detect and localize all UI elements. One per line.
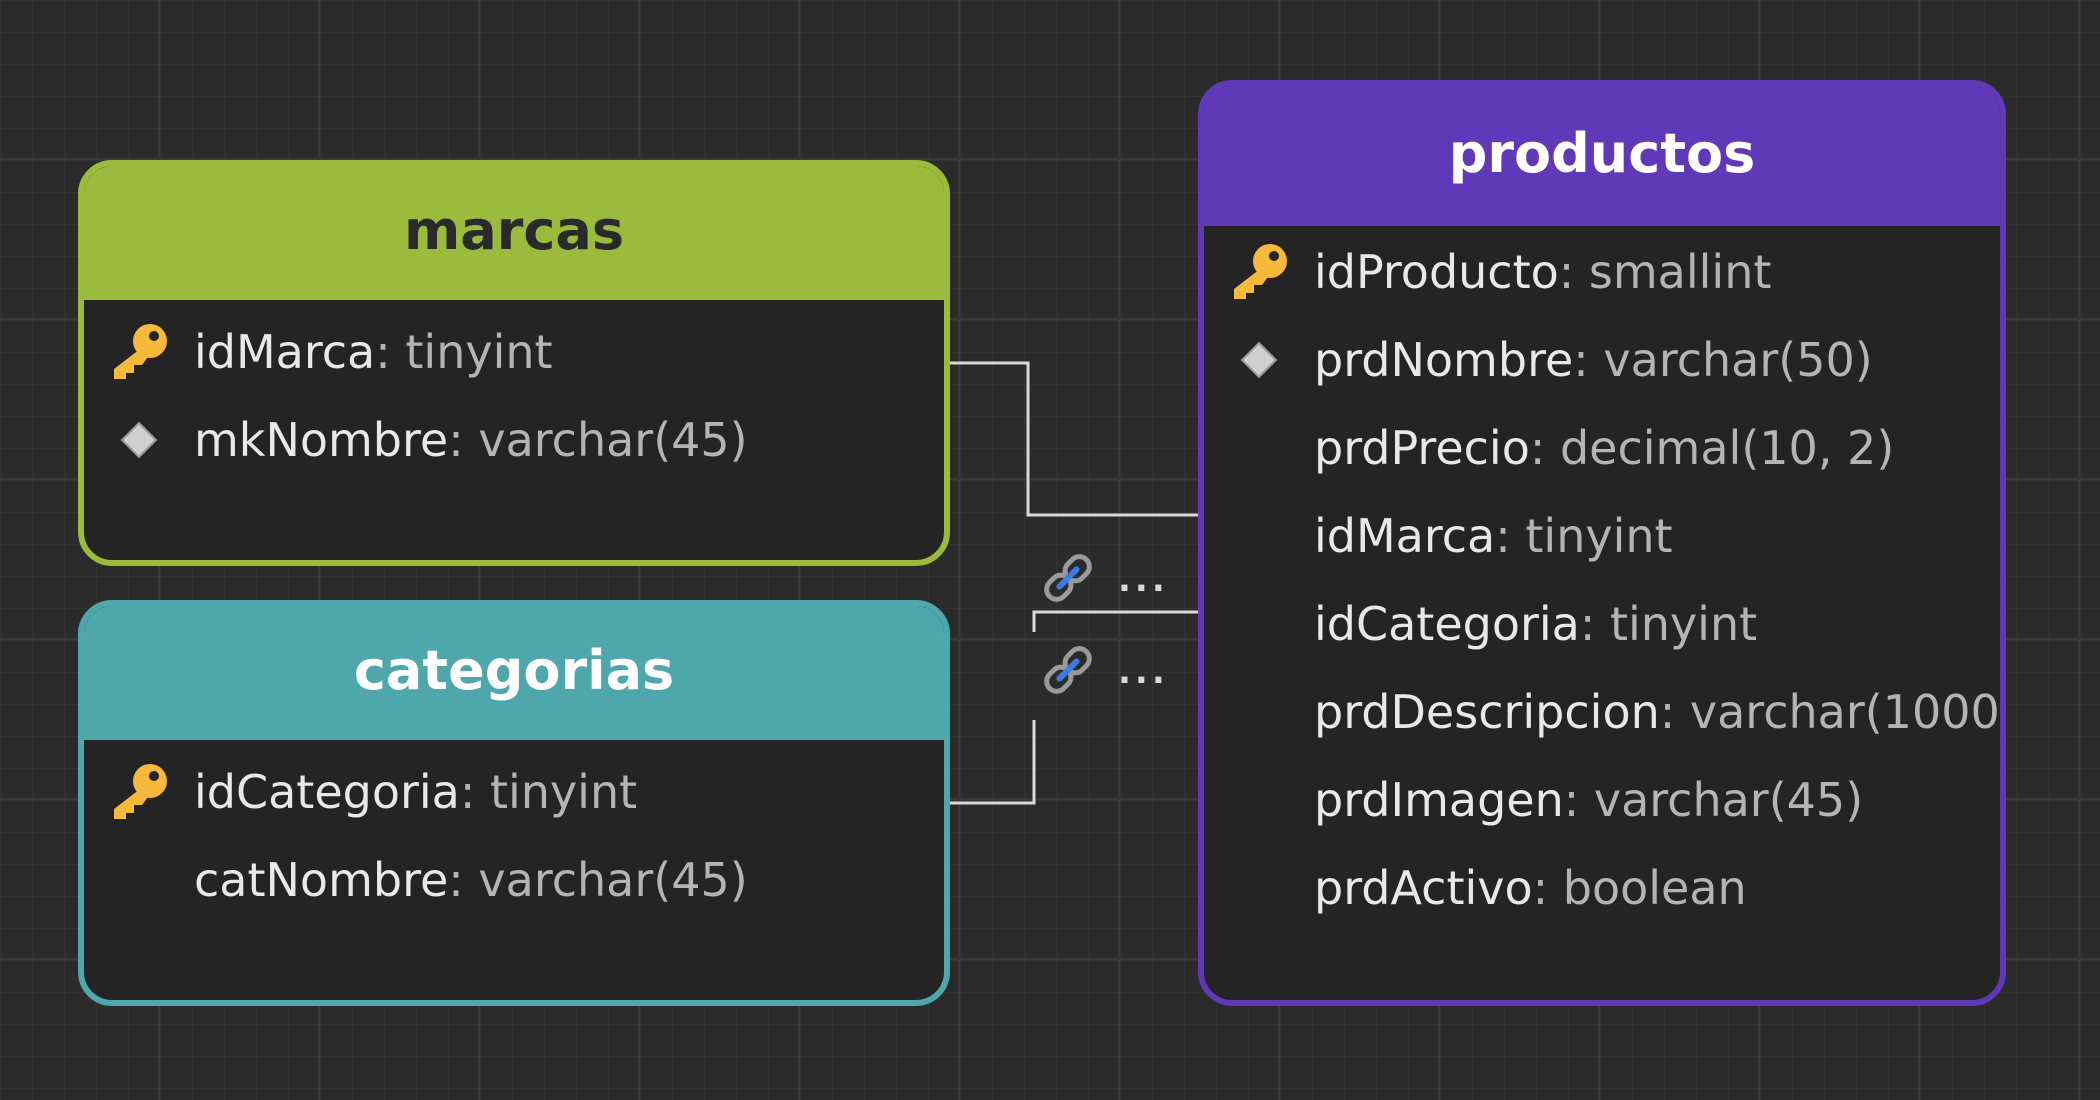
field-type: boolean (1562, 861, 1747, 915)
field-separator: : (1529, 421, 1560, 475)
table-productos[interactable]: productos idProducto: smallint (1198, 80, 2006, 1006)
unique-diamond-icon (84, 396, 194, 484)
field-separator: : (1495, 509, 1526, 563)
relationship-link-marcas[interactable]: ... (1038, 548, 1169, 612)
field-type: varchar(45) (478, 853, 748, 907)
field-row-prdImagen[interactable]: prdImagen: varchar(45) (1204, 756, 2000, 844)
field-name: idMarca (1314, 509, 1496, 563)
field-icon-empty (1204, 580, 1314, 668)
field-name: prdNombre (1314, 333, 1574, 387)
primary-key-icon (1204, 228, 1314, 316)
relationship-line-categorias-productos[interactable] (946, 610, 1202, 805)
field-row-prdNombre[interactable]: prdNombre: varchar(50) (1204, 316, 2000, 404)
field-row-idCategoria[interactable]: idCategoria: tinyint (1204, 580, 2000, 668)
field-row-idMarca[interactable]: idMarca: tinyint (84, 308, 944, 396)
relationship-line-marcas-productos[interactable] (946, 361, 1202, 517)
field-type: varchar(50) (1603, 333, 1873, 387)
field-name: idMarca (194, 325, 376, 379)
table-title: productos (1448, 121, 1756, 185)
field-name: prdPrecio (1314, 421, 1530, 475)
field-separator: : (1532, 861, 1563, 915)
field-type: smallint (1588, 245, 1772, 299)
table-fields: idMarca: tinyint mkNombre: varchar(45) (84, 300, 944, 484)
field-type: decimal(10, 2) (1559, 421, 1895, 475)
field-icon-empty (1204, 492, 1314, 580)
field-name: idProducto (1314, 245, 1559, 299)
field-separator: : (448, 413, 479, 467)
field-row-idProducto[interactable]: idProducto: smallint (1204, 228, 2000, 316)
link-icon[interactable] (1038, 640, 1098, 704)
field-icon-empty (84, 836, 194, 924)
relationship-menu-dots[interactable]: ... (1118, 560, 1169, 600)
table-categorias[interactable]: categorias idCategoria: tinyint catNombr… (78, 600, 950, 1006)
relationship-menu-dots[interactable]: ... (1118, 652, 1169, 692)
field-separator: : (1563, 773, 1594, 827)
table-marcas[interactable]: marcas idMarca: tinyint (78, 160, 950, 566)
field-separator: : (1579, 597, 1610, 651)
field-row-prdActivo[interactable]: prdActivo: boolean (1204, 844, 2000, 932)
field-icon-empty (1204, 404, 1314, 492)
field-row-idCategoria[interactable]: idCategoria: tinyint (84, 748, 944, 836)
table-title: marcas (404, 198, 624, 262)
field-icon-empty (1204, 844, 1314, 932)
field-row-catNombre[interactable]: catNombre: varchar(45) (84, 836, 944, 924)
field-name: idCategoria (1314, 597, 1580, 651)
unique-diamond-icon (1204, 316, 1314, 404)
field-icon-empty (1204, 756, 1314, 844)
field-name: prdActivo (1314, 861, 1533, 915)
field-icon-empty (1204, 668, 1314, 756)
field-separator: : (1558, 245, 1589, 299)
field-type: tinyint (405, 325, 553, 379)
field-row-prdPrecio[interactable]: prdPrecio: decimal(10, 2) (1204, 404, 2000, 492)
field-name: catNombre (194, 853, 449, 907)
field-separator: : (459, 765, 490, 819)
field-type: tinyint (1609, 597, 1758, 651)
field-type: varchar(45) (478, 413, 748, 467)
table-header-productos[interactable]: productos (1204, 86, 2000, 226)
field-row-prdDescripcion[interactable]: prdDescripcion: varchar(1000) (1204, 668, 2000, 756)
field-type: tinyint (1525, 509, 1673, 563)
field-separator: : (1573, 333, 1604, 387)
field-separator: : (375, 325, 406, 379)
table-title: categorias (353, 638, 675, 702)
table-header-categorias[interactable]: categorias (84, 606, 944, 740)
field-name: idCategoria (194, 765, 460, 819)
table-fields: idProducto: smallint prdNombre: varchar(… (1204, 226, 2000, 932)
field-separator: : (1659, 685, 1690, 739)
field-row-mkNombre[interactable]: mkNombre: varchar(45) (84, 396, 944, 484)
field-name: mkNombre (194, 413, 449, 467)
field-row-idMarca[interactable]: idMarca: tinyint (1204, 492, 2000, 580)
primary-key-icon (84, 748, 194, 836)
field-type: tinyint (489, 765, 638, 819)
field-name: prdDescripcion (1314, 685, 1660, 739)
field-type: varchar(1000) (1689, 685, 2006, 739)
table-fields: idCategoria: tinyint catNombre: varchar(… (84, 740, 944, 924)
relationship-link-categorias[interactable]: ... (1038, 640, 1169, 704)
field-separator: : (448, 853, 479, 907)
table-header-marcas[interactable]: marcas (84, 166, 944, 300)
link-icon[interactable] (1038, 548, 1098, 612)
field-name: prdImagen (1314, 773, 1564, 827)
primary-key-icon (84, 308, 194, 396)
field-type: varchar(45) (1593, 773, 1864, 827)
